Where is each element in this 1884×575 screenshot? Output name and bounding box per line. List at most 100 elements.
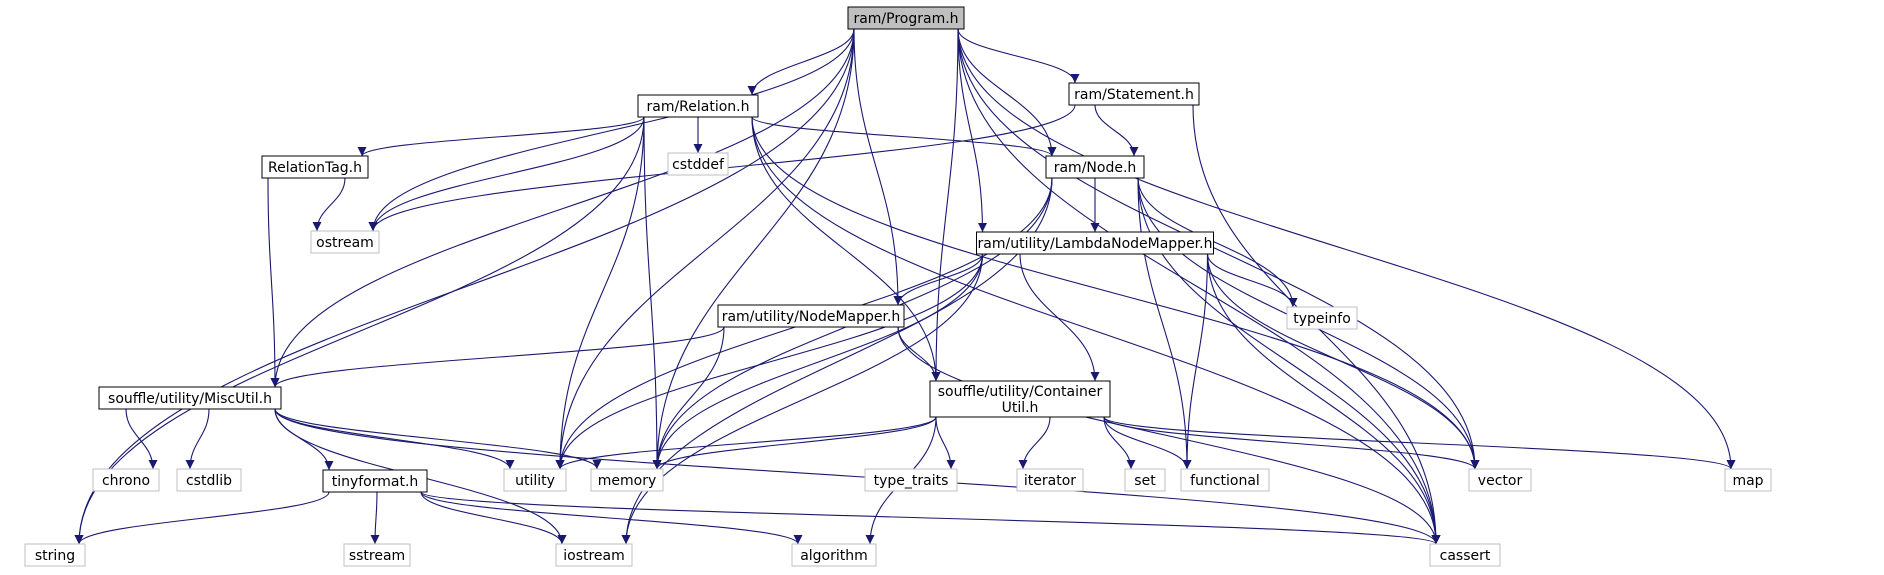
- edges-layer: [74, 28, 1736, 545]
- edge-lambda-to-nodemapper: [893, 253, 984, 306]
- edge-tinyformat-to-algorithm: [420, 491, 803, 545]
- node-box-iterator: [1016, 468, 1084, 492]
- node-label-miscutil: souffle/utility/MiscUtil.h: [108, 391, 272, 407]
- node-program[interactable]: ram/Program.h: [847, 6, 965, 30]
- edge-lambda-to-utility: [555, 253, 984, 470]
- node-label-program: ram/Program.h: [853, 11, 958, 27]
- edge-program-to-container: [931, 28, 959, 382]
- node-box-miscutil: [98, 386, 282, 410]
- edge-lambda-to-typeinfo: [1206, 253, 1298, 308]
- node-box-set: [1124, 468, 1166, 492]
- edge-nodemapper-to-cassert: [897, 326, 1441, 545]
- node-typeinfo: typeinfo: [1286, 306, 1358, 330]
- edge-relation-to-ostream: [368, 116, 645, 232]
- edge-relationtag-to-ostream: [312, 177, 346, 232]
- edge-tinyformat-to-sstream: [370, 491, 380, 545]
- edge-lambda-to-cassert: [1206, 253, 1441, 545]
- node-tinyformat[interactable]: tinyformat.h: [322, 469, 428, 493]
- edge-miscutil-to-cstdlib: [185, 408, 210, 470]
- node-label-sstream: sstream: [349, 548, 405, 564]
- edge-program-to-string: [74, 28, 855, 545]
- node-relation[interactable]: ram/Relation.h: [637, 94, 759, 118]
- node-map: map: [1724, 468, 1772, 492]
- edge-program-to-memory: [652, 28, 855, 470]
- node-label-relation: ram/Relation.h: [646, 99, 749, 115]
- node-cstddef: cstddef: [667, 152, 729, 176]
- edge-program-to-relation: [747, 28, 855, 96]
- edge-container-to-type_traits: [935, 416, 956, 470]
- node-box-utility: [503, 468, 567, 492]
- node-box-lambda: [976, 231, 1214, 255]
- node-box-functional: [1180, 468, 1270, 492]
- node-string: string: [24, 543, 86, 567]
- node-statement[interactable]: ram/Statement.h: [1068, 82, 1200, 106]
- node-label-map: map: [1732, 473, 1763, 489]
- edge-node-to-functional: [1137, 177, 1192, 470]
- edge-relation-to-cassert: [751, 116, 1441, 545]
- edge-nodemapper-to-memory: [652, 326, 725, 470]
- node-box-typeinfo: [1286, 306, 1358, 330]
- node-utility: utility: [503, 468, 567, 492]
- node-sstream: sstream: [343, 543, 411, 567]
- node-label-vector: vector: [1478, 473, 1523, 489]
- node-box-memory: [590, 468, 664, 492]
- node-label-lambda: ram/utility/LambdaNodeMapper.h: [978, 236, 1213, 252]
- node-label-type_traits: type_traits: [874, 473, 949, 489]
- node-relationtag[interactable]: RelationTag.h: [261, 155, 369, 179]
- node-label-relationtag: RelationTag.h: [268, 160, 362, 176]
- node-chrono: chrono: [92, 468, 160, 492]
- edge-tinyformat-to-iostream: [420, 491, 567, 545]
- node-type_traits: type_traits: [864, 468, 958, 492]
- node-label-container-0: souffle/utility/Container: [938, 384, 1103, 400]
- node-label-memory: memory: [598, 473, 657, 489]
- node-box-relationtag: [261, 155, 369, 179]
- edge-container-to-functional: [1103, 416, 1192, 470]
- edge-miscutil-to-chrono: [125, 408, 158, 470]
- edge-program-to-ostream: [368, 28, 855, 232]
- edge-program-to-nodemapper: [853, 28, 903, 306]
- node-label-algorithm: algorithm: [800, 548, 868, 564]
- edge-lambda-to-functional: [1182, 253, 1209, 470]
- node-nodemapper[interactable]: ram/utility/NodeMapper.h: [717, 304, 905, 328]
- node-box-iostream: [555, 543, 633, 567]
- node-box-cstdlib: [176, 468, 242, 492]
- node-label-tinyformat: tinyformat.h: [332, 474, 419, 490]
- node-label-statement: ram/Statement.h: [1074, 87, 1194, 103]
- node-node[interactable]: ram/Node.h: [1045, 155, 1145, 179]
- edge-container-to-set: [1103, 416, 1136, 470]
- node-box-ostream: [310, 230, 380, 254]
- edge-relation-to-node: [751, 116, 1057, 157]
- node-lambda[interactable]: ram/utility/LambdaNodeMapper.h: [976, 231, 1214, 255]
- node-box-map: [1724, 468, 1772, 492]
- node-label-cassert: cassert: [1440, 548, 1491, 564]
- edge-lambda-to-memory: [652, 253, 984, 470]
- edge-container-to-iterator: [1018, 416, 1051, 470]
- edge-container-to-map: [1103, 416, 1736, 470]
- edge-relation-to-vector: [751, 116, 1480, 470]
- node-label-chrono: chrono: [102, 473, 150, 489]
- node-label-iostream: iostream: [563, 548, 625, 564]
- node-label-typeinfo: typeinfo: [1293, 311, 1351, 327]
- node-memory: memory: [590, 468, 664, 492]
- node-label-string: string: [35, 548, 75, 564]
- nodes-layer: ram/Program.h ram/Relation.h ram/Statement…: [24, 6, 1772, 567]
- node-iostream: iostream: [555, 543, 633, 567]
- node-cassert: cassert: [1429, 543, 1501, 567]
- node-box-container: [929, 380, 1111, 418]
- edge-nodemapper-to-miscutil: [270, 326, 725, 388]
- node-ostream: ostream: [310, 230, 380, 254]
- edge-relation-to-memory: [643, 116, 662, 470]
- node-box-program: [847, 6, 965, 30]
- node-box-vector: [1468, 468, 1532, 492]
- node-label-cstddef: cstddef: [672, 157, 725, 173]
- node-set: set: [1124, 468, 1166, 492]
- node-label-iterator: iterator: [1024, 473, 1076, 489]
- edge-lambda-to-iostream: [621, 253, 984, 545]
- edge-program-to-lambda: [957, 28, 987, 233]
- node-miscutil[interactable]: souffle/utility/MiscUtil.h: [98, 386, 282, 410]
- edge-container-to-memory: [652, 416, 937, 470]
- node-label-cstdlib: cstdlib: [186, 473, 232, 489]
- edge-node-to-typeinfo: [1137, 177, 1298, 308]
